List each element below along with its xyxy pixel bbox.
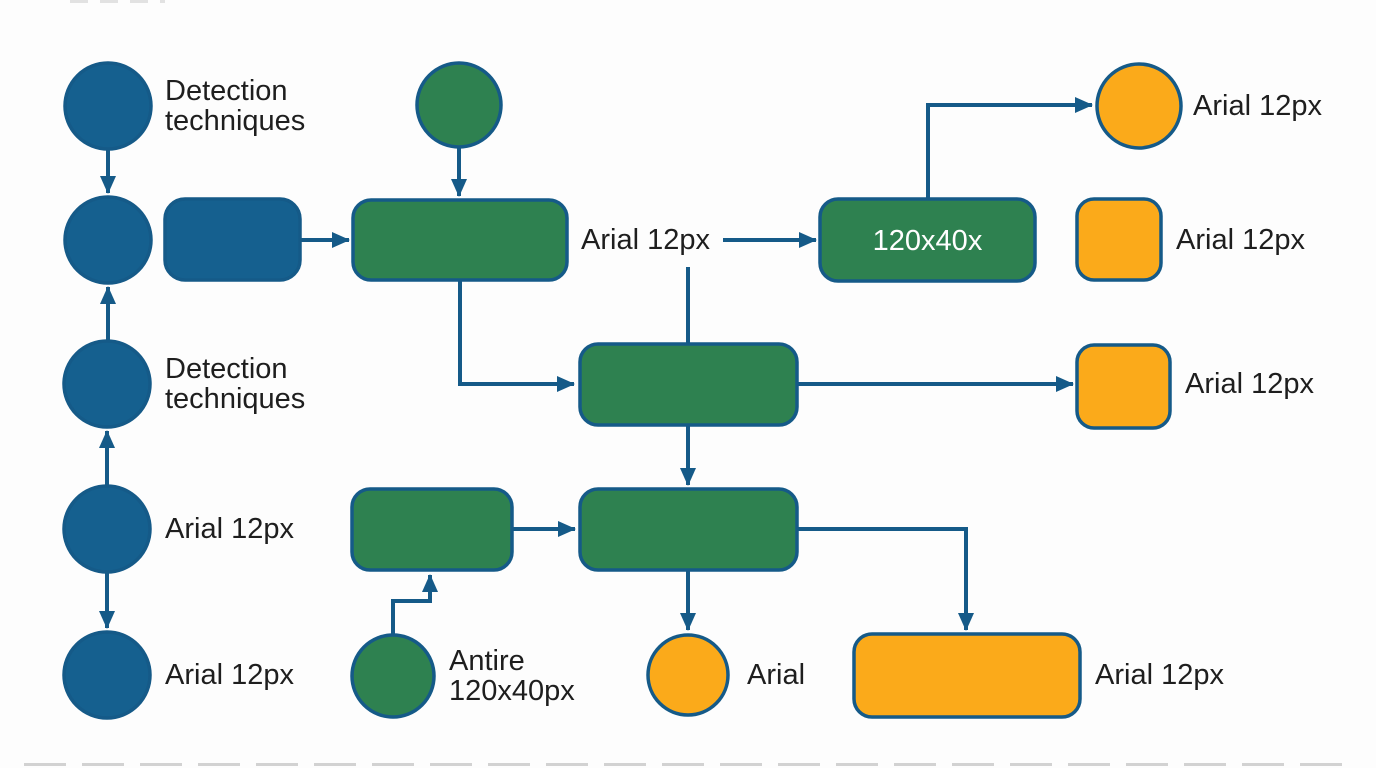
edge-greenrect-low-orangerect-bottom: [798, 527, 974, 631]
top-edge-artifact: [70, 0, 165, 3]
green-rect-120: [818, 197, 1037, 283]
blue-circle-1: [63, 61, 153, 151]
label-detection-techniques-1: Detection techniques: [165, 75, 306, 137]
edge-greenrect-top-greenrect-mid: [458, 280, 575, 392]
blue-circle-5: [62, 630, 152, 720]
green-circle-top: [415, 61, 503, 149]
label-detection-techniques-2: Detection techniques: [165, 353, 306, 415]
green-circle-bottom: [350, 633, 436, 719]
orange-square-top: [1075, 197, 1163, 282]
blue-circle-3: [62, 339, 152, 429]
green-rect-low: [578, 487, 799, 572]
orange-circle-bottom: [646, 633, 730, 717]
label-orange-circle-bottom: Arial: [747, 659, 806, 691]
blue-circle-2: [63, 195, 153, 285]
orange-circle-top: [1095, 62, 1183, 150]
bottom-edge-artifact: [24, 763, 1356, 766]
label-blue-circle-4: Arial 12px: [165, 513, 294, 545]
blue-rect: [163, 197, 302, 282]
edge-greencircle-bottom-greenrect-small: [391, 574, 438, 636]
label-orange-square-mid: Arial 12px: [1185, 368, 1314, 400]
label-green-rect-120-inner: 120x40x: [872, 225, 983, 257]
green-rect-small: [350, 487, 514, 572]
green-rect-top: [351, 198, 569, 282]
orange-square-mid: [1075, 343, 1172, 430]
blue-circle-4: [62, 484, 152, 574]
label-orange-circle-top: Arial 12px: [1193, 90, 1322, 122]
label-orange-square-top: Arial 12px: [1176, 224, 1305, 256]
orange-rect-bottom: [852, 632, 1082, 719]
edge-greenrect120-orangecircle-top: [926, 97, 1093, 199]
label-green-circle-bottom: Antire 120x40px: [449, 645, 575, 707]
label-blue-circle-5: Arial 12px: [165, 659, 294, 691]
label-orange-rect-bottom: Arial 12px: [1095, 659, 1224, 691]
green-rect-mid: [578, 342, 799, 427]
label-green-rect-top-caption: Arial 12px: [581, 224, 710, 256]
